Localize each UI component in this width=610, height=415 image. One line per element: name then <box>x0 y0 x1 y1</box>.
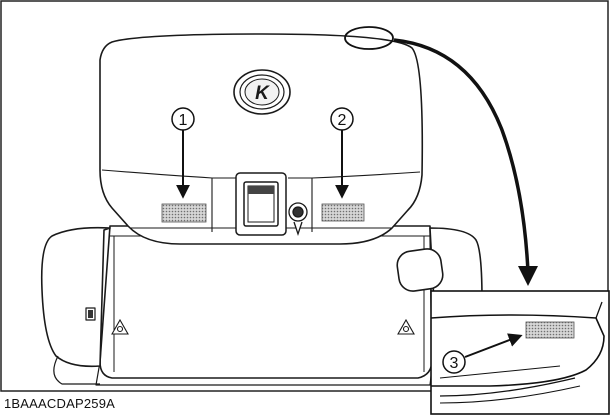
detail-location-ellipse <box>344 26 394 50</box>
callout-3-label: 3 <box>450 355 459 372</box>
decal-3 <box>525 321 575 339</box>
decal-2 <box>321 203 365 222</box>
callout-2: 2 <box>330 107 354 199</box>
detail-inset: 3 <box>430 290 610 415</box>
callout-2-label: 2 <box>338 112 347 129</box>
callout-1-label: 1 <box>179 112 188 129</box>
callout-1: 1 <box>171 107 195 199</box>
screws <box>111 318 415 335</box>
lower-body <box>99 225 433 379</box>
right-handle <box>396 248 444 292</box>
left-side-panel <box>40 226 111 368</box>
figure-code: 1BAAACDAP259A <box>4 396 115 411</box>
center-compartment <box>235 172 287 236</box>
decal-1 <box>161 203 207 223</box>
logo-letter: K <box>255 83 270 104</box>
figure-border <box>0 0 609 392</box>
detail-curved-arrow <box>393 38 530 273</box>
key-switch <box>288 202 308 237</box>
machine-drawing <box>40 225 483 386</box>
callout-3-arrow <box>464 333 523 358</box>
logo-badge: K <box>233 69 291 115</box>
detail-arrow-head <box>518 266 538 286</box>
